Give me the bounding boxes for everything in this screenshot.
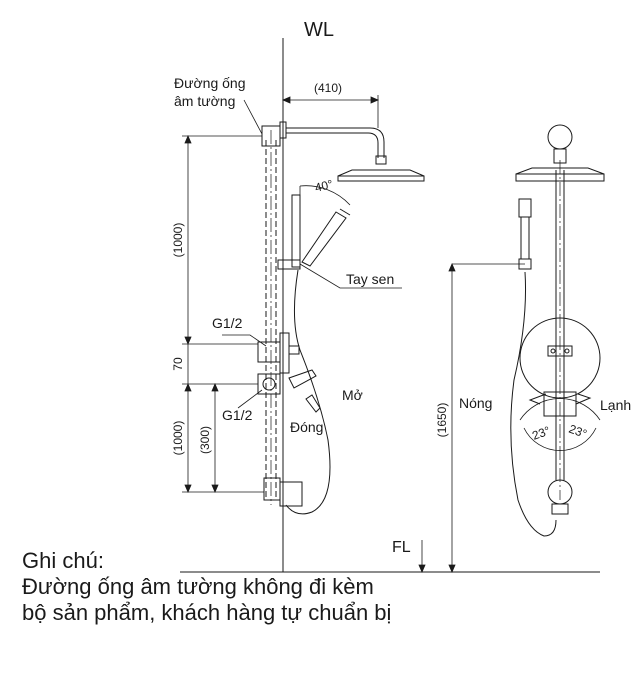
note-title: Ghi chú:	[22, 548, 104, 573]
dim-height-label: (1650)	[435, 403, 449, 438]
tay-sen-label: Tay sen	[346, 271, 394, 287]
angle-left-label: 23°	[530, 423, 552, 442]
pipe-label-line1: Đường ống	[174, 75, 245, 91]
mo-label: Mở	[342, 387, 363, 403]
g12-bottom-label: G1/2	[222, 407, 253, 423]
g12-top-label: G1/2	[212, 315, 243, 331]
dim-inner-label: (300)	[198, 426, 212, 454]
angle-right-label: 23°	[567, 422, 589, 441]
pipe-label-line2: âm tường	[174, 93, 235, 109]
lanh-label: Lạnh	[600, 397, 631, 413]
front-view	[510, 124, 605, 537]
g12-bottom-leader	[237, 389, 263, 409]
nong-label: Nóng	[459, 395, 492, 411]
tay-sen-leader	[299, 263, 402, 289]
dim-angle-label: 40°	[313, 177, 334, 195]
dong-label: Đóng	[290, 419, 323, 435]
dim-gap-label: 70	[171, 357, 185, 371]
wl-label: WL	[304, 19, 334, 41]
dim-upper-label: (1000)	[171, 223, 185, 258]
pipe-leader	[243, 99, 263, 135]
fl-arrow	[418, 540, 426, 574]
note: Ghi chú: Đường ống âm tường không đi kèm…	[22, 548, 391, 626]
dim-lower-label: (1000)	[171, 421, 185, 456]
dim-arm	[281, 95, 380, 128]
dim-arm-label: (410)	[314, 81, 342, 95]
dim-height	[448, 262, 525, 574]
fl-label: FL	[392, 539, 411, 556]
note-line2: bộ sản phẩm, khách hàng tự chuẩn bị	[22, 600, 392, 625]
note-line1: Đường ống âm tường không đi kèm	[22, 574, 374, 599]
dim-left	[182, 134, 264, 494]
g12-top-leader	[222, 334, 267, 347]
